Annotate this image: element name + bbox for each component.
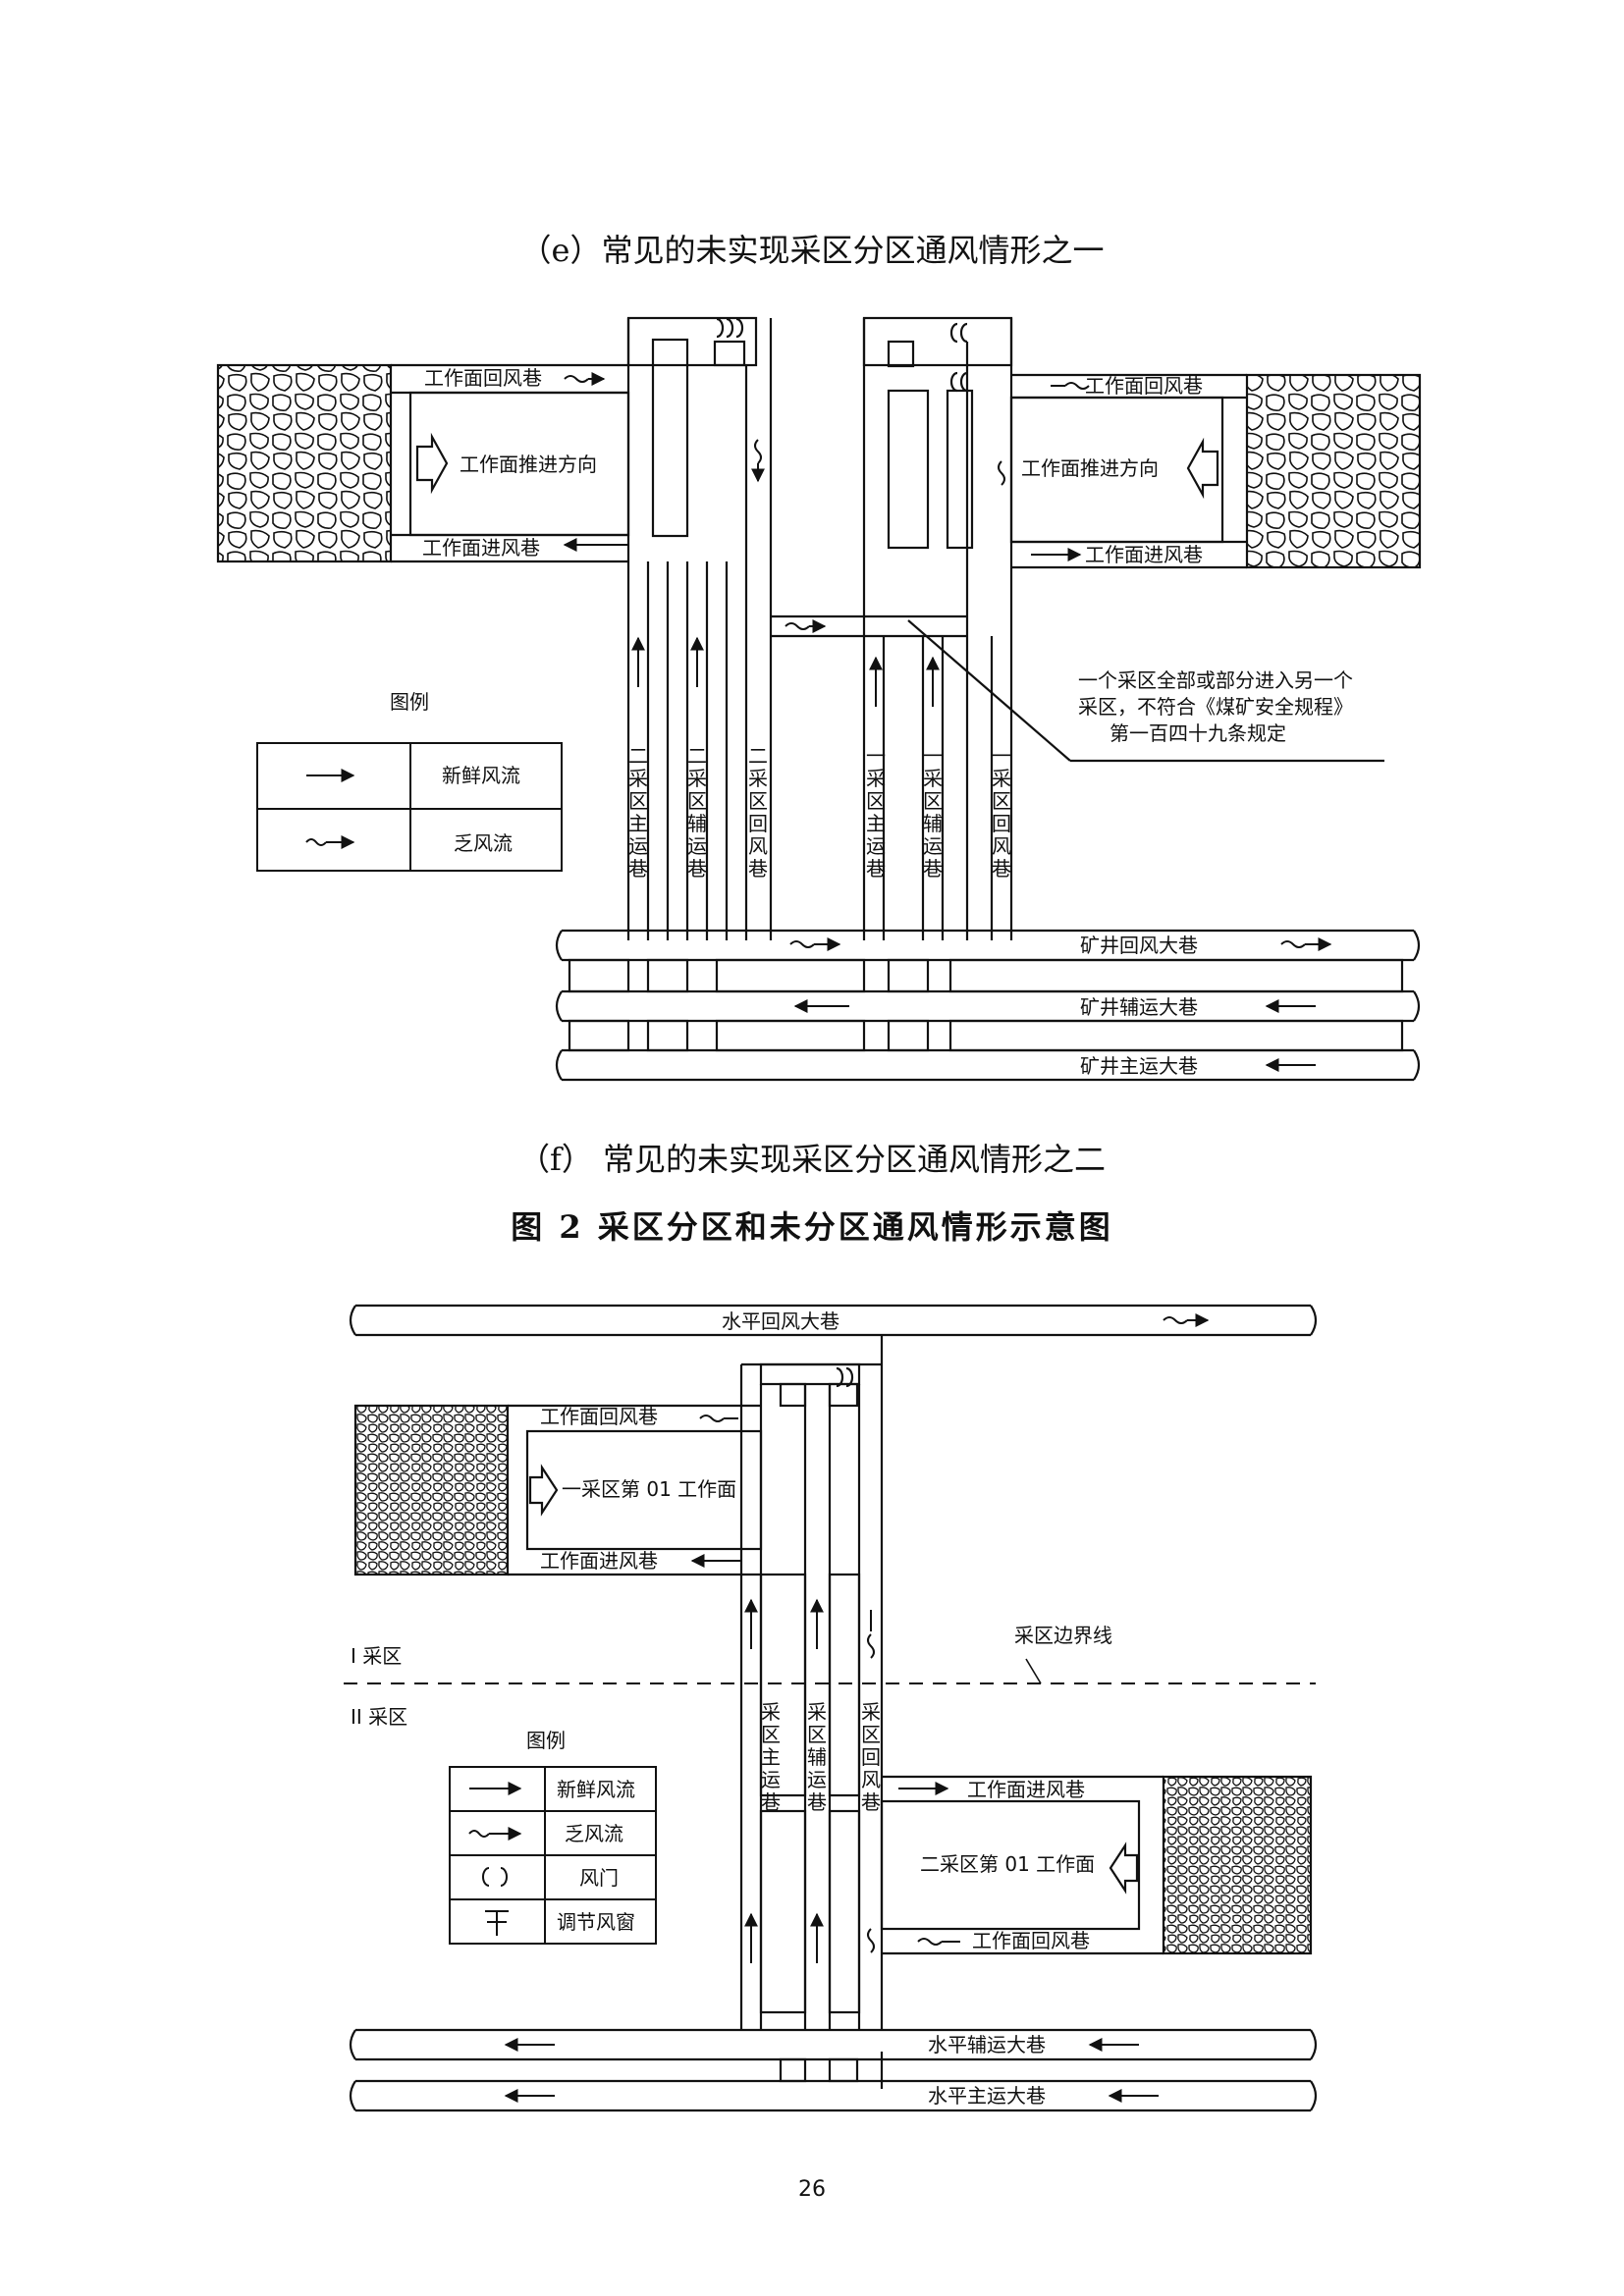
svg-text:区: 区 xyxy=(866,789,886,813)
svg-text:巷: 巷 xyxy=(628,857,648,881)
legend-stale-icon xyxy=(305,838,327,846)
stale-air-arrow xyxy=(564,375,589,383)
legend-fresh-label: 新鲜风流 xyxy=(442,764,520,787)
right-advance-label: 工作面推进方向 xyxy=(1021,456,1159,480)
svg-text:区: 区 xyxy=(923,789,943,813)
left-intake-label: 工作面进风巷 xyxy=(422,536,540,560)
svg-text:主: 主 xyxy=(628,812,648,835)
stale-air-arrow xyxy=(785,622,810,630)
right-air-door-icon xyxy=(949,322,968,393)
svg-text:主: 主 xyxy=(866,812,886,835)
svg-text:一: 一 xyxy=(923,744,943,768)
right-advance-arrow xyxy=(1186,437,1219,500)
note-line-1: 一个采区全部或部分进入另一个 xyxy=(1078,668,1353,692)
right-return-label: 工作面回风巷 xyxy=(1085,374,1203,398)
left-air-door-icon xyxy=(716,317,744,339)
mine-return-label: 矿井回风大巷 xyxy=(1080,934,1198,957)
svg-text:一: 一 xyxy=(866,744,886,768)
stale-air-arrow xyxy=(789,940,815,948)
right-working-face xyxy=(1009,396,1224,544)
caption-f: （f） 常见的未实现采区分区通风情形之二 xyxy=(517,1141,1107,1178)
legend-e: 图例 新鲜风流 乏风流 xyxy=(256,690,563,872)
svg-text:采: 采 xyxy=(628,767,648,790)
svg-text:区: 区 xyxy=(992,789,1011,813)
left-door-box xyxy=(713,340,746,367)
svg-text:采: 采 xyxy=(992,767,1011,790)
note-line-3: 第一百四十九条规定 xyxy=(1110,721,1286,745)
mine-aux-label: 矿井辅运大巷 xyxy=(1080,995,1198,1019)
svg-text:一: 一 xyxy=(992,744,1011,768)
figure-title: 图 2 采区分区和未分区通风情形示意图 xyxy=(511,1208,1113,1246)
stale-air-arrow xyxy=(998,460,1005,486)
svg-text:风: 风 xyxy=(992,834,1011,858)
right-goaf-rock xyxy=(1245,373,1422,569)
svg-text:回: 回 xyxy=(992,812,1011,835)
svg-text:采: 采 xyxy=(866,767,886,790)
svg-text:二: 二 xyxy=(687,744,707,768)
svg-text:回: 回 xyxy=(748,812,768,835)
left-goaf-rock xyxy=(216,363,393,563)
stale-air-arrow xyxy=(1280,940,1306,948)
stale-air-arrow xyxy=(754,439,762,464)
left-return-label: 工作面回风巷 xyxy=(424,366,542,390)
mine-main-label: 矿井主运大巷 xyxy=(1080,1054,1198,1078)
stale-air-arrow xyxy=(1064,382,1090,390)
svg-text:运: 运 xyxy=(687,834,707,858)
svg-text:辅: 辅 xyxy=(923,812,943,835)
svg-text:运: 运 xyxy=(628,834,648,858)
svg-text:风: 风 xyxy=(748,834,768,858)
caption-e: （e）常见的未实现采区分区通风情形之一 xyxy=(519,232,1105,269)
right-intake-label: 工作面进风巷 xyxy=(1085,543,1203,566)
svg-text:二: 二 xyxy=(628,744,648,768)
legend-e-title: 图例 xyxy=(390,690,429,714)
left-advance-label: 工作面推进方向 xyxy=(460,453,597,476)
svg-text:采: 采 xyxy=(687,767,707,790)
svg-text:区: 区 xyxy=(748,789,768,813)
svg-text:区: 区 xyxy=(687,789,707,813)
svg-text:巷: 巷 xyxy=(748,857,768,881)
svg-text:采: 采 xyxy=(748,767,768,790)
svg-text:巷: 巷 xyxy=(923,857,943,881)
svg-text:巷: 巷 xyxy=(992,857,1011,881)
svg-text:巷: 巷 xyxy=(866,857,886,881)
svg-text:运: 运 xyxy=(923,834,943,858)
svg-text:区: 区 xyxy=(628,789,648,813)
svg-text:辅: 辅 xyxy=(687,812,707,835)
svg-text:二: 二 xyxy=(748,744,768,768)
svg-text:采: 采 xyxy=(923,767,943,790)
legend-stale-label: 乏风流 xyxy=(454,831,513,855)
svg-text:巷: 巷 xyxy=(687,857,707,881)
left-advance-arrow xyxy=(415,432,449,495)
svg-text:运: 运 xyxy=(866,834,886,858)
page-number: 26 xyxy=(798,2177,826,2202)
note-leader xyxy=(907,619,1071,762)
note-line-2: 采区，不符合《煤矿安全规程》 xyxy=(1078,695,1353,719)
